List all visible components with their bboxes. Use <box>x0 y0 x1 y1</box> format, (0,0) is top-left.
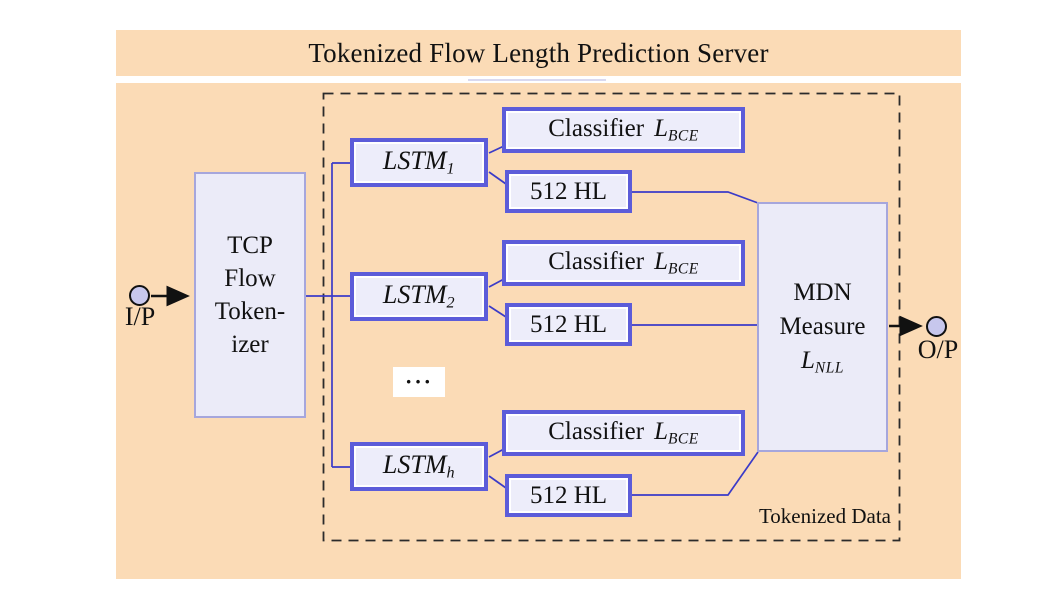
hidden-layer-h-box: 512 HL <box>505 474 632 517</box>
classifier-h-box: Classifier LBCE <box>502 410 745 456</box>
tokenizer-line: izer <box>231 331 269 358</box>
lstm-h-box: LSTMh <box>350 442 488 491</box>
mdn-loss-subscript: NLL <box>814 359 844 377</box>
lstm-2-box: LSTM2 <box>350 272 488 321</box>
divider-artifact <box>468 79 606 81</box>
loss-subscript: BCE <box>667 430 699 448</box>
lstm-1-box: LSTM1 <box>350 138 488 187</box>
lstm-label: LSTM <box>382 280 447 310</box>
mdn-line: Measure <box>779 312 866 340</box>
lstm-subscript: 1 <box>446 160 456 178</box>
loss-subscript: BCE <box>667 127 699 145</box>
tokenizer-line: TCP <box>227 232 273 259</box>
mdn-loss-symbol: L <box>801 346 815 374</box>
lstm-subscript: h <box>446 464 456 482</box>
ellipsis-glyph: ··· <box>404 369 433 394</box>
mdn-line: MDN <box>793 278 852 306</box>
hidden-layer-label: 512 HL <box>529 481 608 509</box>
input-label: I/P <box>124 302 156 331</box>
classifier-label: Classifier <box>548 114 645 142</box>
figure-title-bar: Tokenized Flow Length Prediction Server <box>116 30 961 76</box>
more-branches-ellipsis: ··· <box>393 367 445 397</box>
mdn-measure-box: MDN Measure LNLL <box>757 202 888 452</box>
tcp-flow-tokenizer-box: TCP Flow Token- izer <box>194 172 306 418</box>
hidden-layer-label: 512 HL <box>529 310 608 338</box>
lstm-label: LSTM <box>382 146 447 176</box>
classifier-2-box: Classifier LBCE <box>502 240 745 286</box>
hidden-layer-1-box: 512 HL <box>505 170 632 213</box>
loss-symbol: L <box>654 114 668 142</box>
lstm-subscript: 2 <box>446 294 456 312</box>
input-node-circle <box>129 285 150 306</box>
loss-subscript: BCE <box>667 260 699 278</box>
tokenizer-line: Token- <box>214 298 286 325</box>
lstm-label: LSTM <box>382 450 447 480</box>
classifier-1-box: Classifier LBCE <box>502 107 745 153</box>
loss-symbol: L <box>654 417 668 445</box>
figure-title: Tokenized Flow Length Prediction Server <box>308 37 769 68</box>
tokenized-data-region-label: Tokenized Data <box>758 504 891 528</box>
hidden-layer-2-box: 512 HL <box>505 303 632 346</box>
classifier-label: Classifier <box>548 247 645 275</box>
classifier-label: Classifier <box>548 417 645 445</box>
hidden-layer-label: 512 HL <box>529 177 608 205</box>
output-node-circle <box>926 316 947 337</box>
loss-symbol: L <box>654 247 668 275</box>
tokenizer-line: Flow <box>224 265 276 292</box>
output-label: O/P <box>917 335 959 364</box>
